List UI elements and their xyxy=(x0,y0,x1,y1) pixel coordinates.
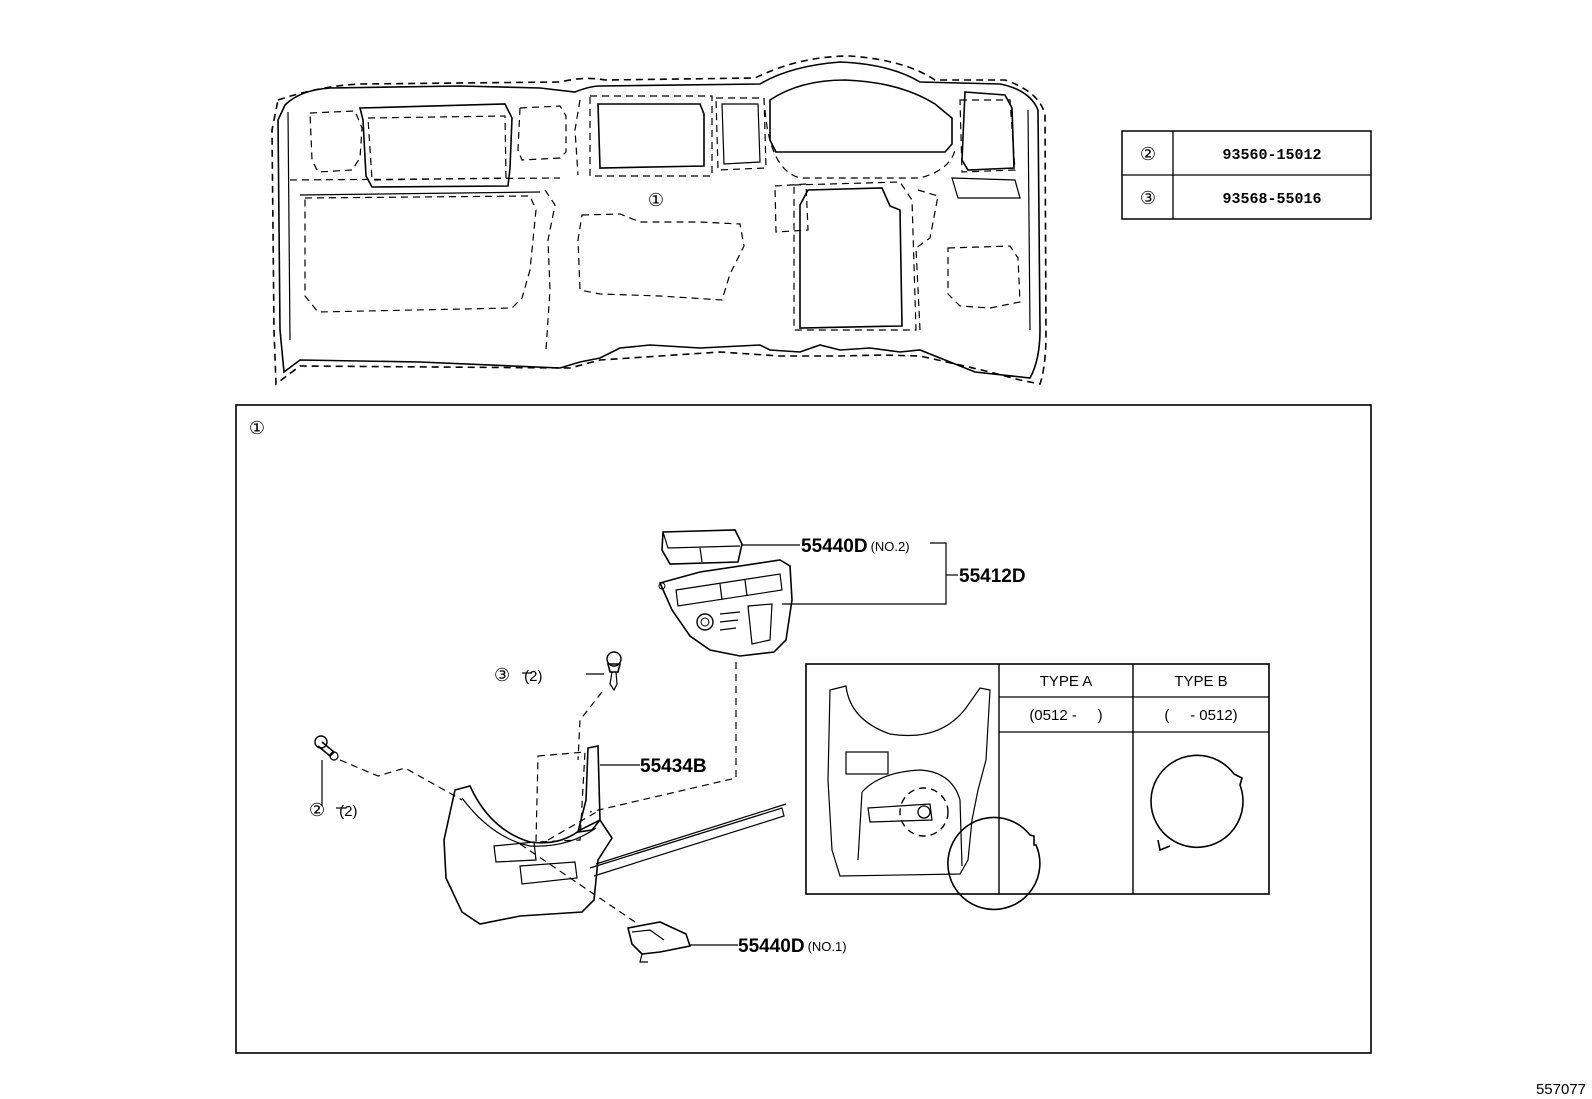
detail-ref-marker: ① xyxy=(249,418,265,439)
screw-3-drawing xyxy=(606,651,622,692)
callout-55440d-no1: 55440D(NO.1) xyxy=(738,936,847,957)
parts-table-row: ③ 93568-55016 xyxy=(1140,188,1322,209)
box-55440d-no2-drawing xyxy=(661,529,743,565)
callout-55412d: 55412D xyxy=(959,566,1026,587)
illustration-id: 557077 xyxy=(1536,1081,1586,1098)
lower-panel-drawing xyxy=(443,785,787,925)
type-table: TYPE A TYPE B (0512 - ) ( - 0512) xyxy=(805,663,1270,911)
detail-panel: ① xyxy=(235,404,1372,1054)
dashboard-overview: ① xyxy=(271,55,1047,386)
type-b-knob-drawing xyxy=(1150,754,1244,852)
panel-55412d-drawing xyxy=(658,559,793,657)
parts-table: ② 93560-15012 ③ 93568-55016 xyxy=(1121,130,1372,220)
screw-2-drawing xyxy=(314,735,339,761)
type-a-range: (0512 - ) xyxy=(1029,707,1102,724)
parts-table-part-number: 93560-15012 xyxy=(1222,147,1321,164)
callout-55434b: 55434B xyxy=(640,756,707,777)
box-55440d-no1-drawing xyxy=(627,921,692,963)
parts-table-part-number: 93568-55016 xyxy=(1222,191,1321,208)
type-a-header: TYPE A xyxy=(1040,673,1093,690)
callout-screw-2: ②(2) xyxy=(309,800,357,821)
bracket-55434b-drawing xyxy=(535,745,640,843)
type-b-header: TYPE B xyxy=(1174,673,1227,690)
parts-table-ref: ③ xyxy=(1140,188,1156,209)
dashboard-ref-marker: ① xyxy=(648,190,664,211)
callout-55440d-no2: 55440D(NO.2) xyxy=(801,536,910,557)
parts-table-ref: ② xyxy=(1140,144,1156,165)
parts-table-row: ② 93560-15012 xyxy=(1140,144,1322,165)
console-illustration xyxy=(827,685,991,877)
type-b-range: ( - 0512) xyxy=(1164,707,1237,724)
type-a-knob-drawing xyxy=(947,816,1041,911)
callout-screw-3: ③(2) xyxy=(494,665,542,686)
